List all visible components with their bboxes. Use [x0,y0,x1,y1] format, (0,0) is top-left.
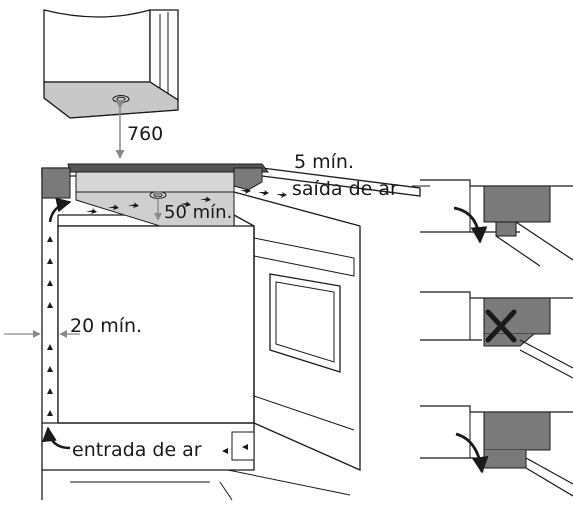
detail-bottom-correct [420,405,573,497]
airflow-curve-bottom-arrow [41,426,71,450]
right-support-block [233,167,263,191]
wall-gap-label: 20 mín. [70,315,142,337]
hob-gap-label: 50 mín. [164,202,232,223]
incorrect-x-icon [485,309,517,343]
detail-top-correct [420,179,573,267]
air-inlet-label: entrada de ar [72,439,202,461]
hood-clearance-label: 760 [127,123,163,145]
left-support-block [41,167,71,199]
detail-middle-incorrect [420,291,573,379]
airflow-arrows-side [47,236,53,416]
cooker-hood [43,9,179,119]
airflow-arrows-bottom [222,444,248,454]
side-gap-label: 5 mín. [294,151,354,173]
airflow-curve-top-arrow [48,197,72,223]
kitchen-cabinet [41,167,421,501]
airflow-arrows-top [86,188,287,214]
air-outlet-label: saída de ar [292,178,398,200]
